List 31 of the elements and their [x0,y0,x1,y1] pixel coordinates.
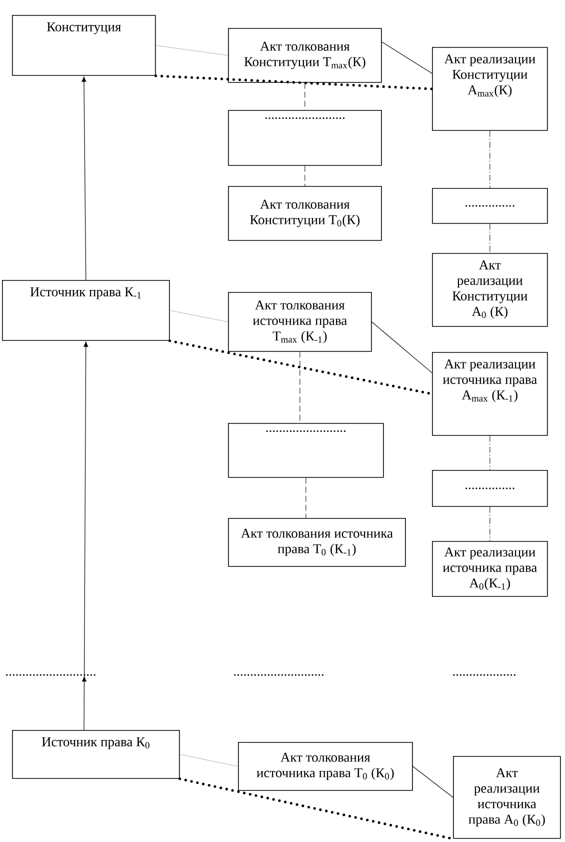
dotted-line [154,74,434,90]
text-box: Акт реализации источника права А$_{max}$ (К$_{-1}$) [432,352,548,436]
text-box: Источник права К$_{0}$ [12,730,180,779]
text-box: Акт толкования источника права Т$_{0}$ (К$_{0}$) [238,742,413,791]
dotted-box: ........................ [228,110,382,166]
dotted-box: ............... [432,188,548,224]
ellipsis-row: ................... [453,674,516,676]
connector-line [412,766,454,798]
text-box: Акт реализации Конституции А$_{max}$(К) [432,47,548,131]
text-box: Акт реализации Конституции А$_{0}$ (К) [432,253,548,327]
text-box: Акт толкования Конституции Т$_{0}$(К) [228,186,382,241]
dotted-box: ........................ [228,423,384,478]
text-box: Акт реализации источника права А$_{0}$ (К$_{0}$) [453,756,561,839]
connector-line [382,42,432,74]
text-box: Акт толкования источника права Т$_{0}$ (К$_{-1}$) [228,518,406,567]
dotted-box: ............... [432,470,548,507]
text-box: Акт толкования источника права Т$_{max}$ (К$_{-1}$) [228,292,372,352]
text-box: Источник права К$_{-1}$ [2,280,170,341]
connector-line [156,45,228,56]
text-box: Акт толкования Конституции Т$_{max}$(К) [228,28,382,83]
text-box: Конституция [12,15,156,76]
connector-line [304,166,306,186]
connector-line [180,754,238,767]
text-box: Акт реализации источника права А$_{0}$(К$_{-1}$) [432,541,548,597]
arrow [82,76,86,280]
ellipsis-row: ........................... [234,674,324,676]
connector-line [170,310,228,322]
ellipsis-row: ........................... [6,674,96,676]
arrow [82,342,88,730]
connector-line [304,82,306,110]
connector-line [372,322,432,374]
